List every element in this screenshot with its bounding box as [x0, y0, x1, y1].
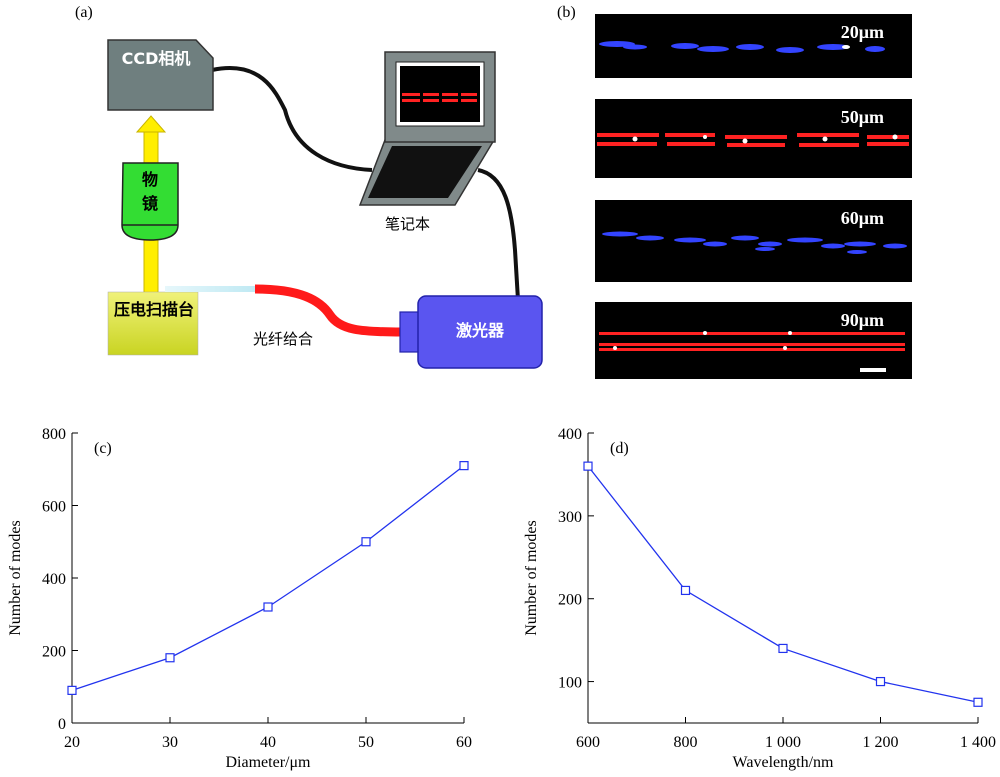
chart-d-data-point	[973, 697, 983, 707]
mode-pattern-60um	[602, 231, 907, 254]
chart-c-data-point	[459, 461, 469, 471]
ccd-camera-body	[107, 39, 214, 111]
chart-c-y-tick-label: 800	[42, 426, 66, 443]
mode-image-60um: 60μm	[595, 200, 912, 282]
chart-c-x-tick-label: 30	[162, 734, 178, 751]
chart-c-x-tick-label: 20	[64, 734, 80, 751]
laser-cable	[477, 168, 520, 301]
chart-c-data-point	[67, 685, 77, 695]
strip-label-60um: 60μm	[840, 208, 884, 228]
ccd-camera-label: CCD相机	[121, 49, 191, 68]
strip-label-50um: 50μm	[840, 107, 884, 127]
chart-d-x-tick-label: 600	[576, 734, 600, 751]
chart-c-panel-label: (c)	[94, 440, 112, 457]
chart-d-x-tick-label: 1 400	[960, 734, 996, 751]
chart-c-x-tick-label: 60	[456, 734, 472, 751]
chart-d-y-tick-label: 400	[558, 426, 582, 443]
chart-c-y-axis-label: Number of modes	[7, 520, 24, 636]
objective-label: 物镜	[141, 170, 158, 213]
mode-pattern-90um	[599, 331, 905, 372]
chart-d-y-tick-label: 300	[558, 509, 582, 526]
chart-c-series-line	[71, 465, 465, 691]
mode-pattern-20um	[599, 41, 885, 53]
chart-d-y-tick-label: 100	[558, 675, 582, 692]
chart-d-data-point	[875, 676, 886, 687]
laptop-touchpad	[368, 146, 482, 198]
chart-c-y-tick-label: 200	[42, 644, 66, 661]
chart-c-data-point	[165, 653, 175, 663]
scale-bar	[860, 368, 886, 372]
chart-d-series-line	[587, 465, 979, 703]
chart-d-x-tick-label: 1 000	[765, 734, 801, 751]
piezo-stage-label: 压电扫描台	[113, 300, 194, 319]
panel-b-label: (b)	[557, 4, 576, 21]
fiber-coupling-label: 光纤给合	[253, 330, 314, 348]
laser-connector	[399, 311, 421, 353]
mode-image-50um: 50μm	[595, 99, 912, 178]
strip-label-90um: 90μm	[840, 310, 884, 330]
panel-a-label: (a)	[75, 4, 93, 21]
chart-c-y-tick-label: 400	[42, 571, 66, 588]
mode-image-90um: 90μm	[595, 302, 912, 379]
piezo-stage-body	[107, 291, 199, 356]
chart-c-data-point	[263, 602, 273, 612]
chart-c-x-tick-label: 40	[260, 734, 276, 751]
chart-c-x-axis-label: Diameter/μm	[226, 754, 312, 771]
chart-c-data-point	[361, 537, 371, 547]
camera-cable	[211, 66, 373, 172]
setup-diagram	[107, 39, 543, 369]
chart-d-data-point	[778, 643, 788, 654]
light-arrow-head	[135, 115, 167, 133]
chart-c-y-tick-label: 600	[42, 499, 66, 516]
chart-d-data-point	[680, 585, 691, 596]
chart-c-x-tick-label: 50	[358, 734, 374, 751]
chart-d-x-tick-label: 800	[674, 734, 698, 751]
mode-image-20um: 20μm	[595, 14, 912, 78]
fiber-bare	[165, 286, 257, 292]
chart-d-x-tick-label: 1 200	[863, 734, 899, 751]
strip-label-20um: 20μm	[840, 22, 884, 42]
chart-d-x-axis-label: Wavelength/nm	[733, 754, 834, 771]
mode-pattern-50um	[597, 133, 909, 147]
chart-d-panel-label: (d)	[610, 440, 629, 457]
chart-c-y-tick-label: 0	[58, 716, 66, 733]
laser-label: 激光器	[455, 321, 504, 340]
chart-d-y-tick-label: 200	[558, 592, 582, 609]
laptop-label: 笔记本	[385, 215, 431, 233]
laptop-display-modes	[402, 93, 477, 102]
chart-d-data-point	[583, 461, 593, 471]
chart-d-y-axis-label: Number of modes	[523, 520, 540, 636]
chart-d: 100 200 300 400 600 800 1 000 1 200 1 400Wavelen…	[523, 426, 996, 771]
objective-body	[121, 162, 179, 241]
laser-body	[417, 295, 543, 369]
fiber-jacket	[254, 284, 403, 337]
